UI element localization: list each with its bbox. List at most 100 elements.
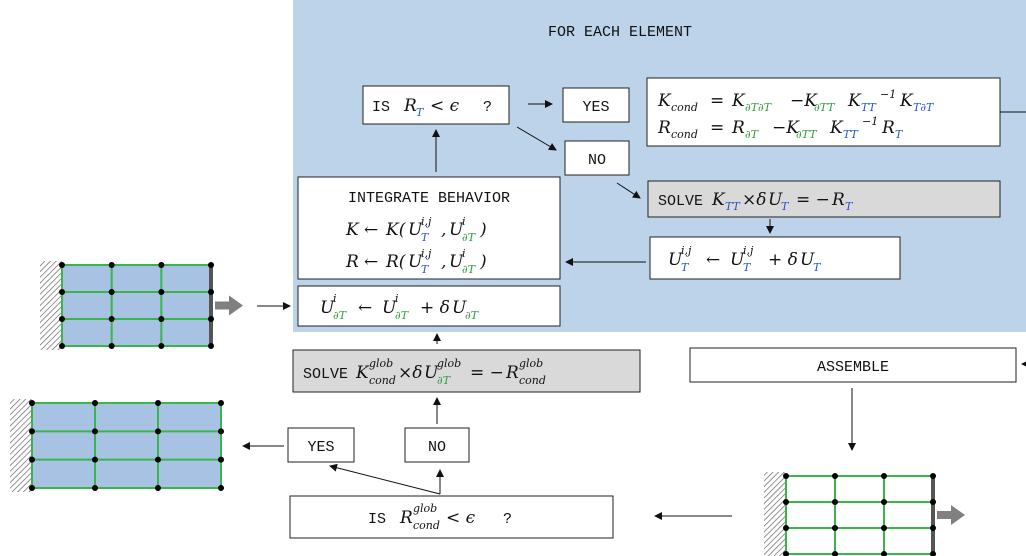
mesh-node [208,343,214,349]
mesh-node [92,400,98,406]
mesh-node [208,289,214,295]
kcond-lhs-sub: cond [671,101,698,114]
fixed-support-hatch [764,472,786,556]
no-local-box[interactable]: NO [564,140,630,176]
mesh-node [92,428,98,435]
element-loop-region [293,0,1026,332]
solve-local-a-sub: TT [725,200,742,213]
mesh-node [29,456,35,463]
mesh-node [881,551,887,556]
mesh-node [29,428,35,435]
mesh-loaded-bottom-right [764,472,965,556]
yes-global-box[interactable]: YES [287,427,355,463]
update-boundary-c-sub: ∂T [465,309,480,322]
check-local-residual-box[interactable]: IS R T < ϵ ? [362,85,510,125]
yes-global-label: YES [307,439,334,456]
update-local-c-sub: T [813,261,822,274]
region-title: FOR EACH ELEMENT [548,24,692,41]
mesh-node [59,262,65,268]
mesh-node [155,456,161,463]
solve-local-box[interactable]: SOLVE K TT ×δ U T = − R T [647,180,1001,218]
update-local-box[interactable]: U T i,j ← U T i,j + δ U T [649,236,901,280]
mesh-node [881,525,887,531]
loaded-edge [931,476,935,554]
integrate-r-u1-sup: i,j [421,247,432,260]
rcond-t3-sub: TT [843,128,860,141]
integrate-r-u1: U [408,252,423,272]
integrate-k-close: ) [479,220,487,240]
kcond-t3-sub: TT [861,101,878,114]
rcond-t3: K [829,118,844,138]
check-global-sub: cond [413,519,440,532]
integrate-k-u1-sub: T [421,231,430,244]
mesh-body [31,402,222,489]
mesh-node [155,400,161,406]
integrate-r-lhs: R [345,252,359,272]
update-boundary-c: U [452,298,467,318]
update-boundary-a-sub: ∂T [333,309,348,322]
integrate-k-u2-sup: i [462,215,466,228]
check-global-q: ? [503,511,512,528]
mesh-node [92,456,98,463]
mesh-node [92,485,98,491]
assemble-box[interactable]: ASSEMBLE [689,347,1017,383]
mesh-body [61,264,212,347]
mesh-node [108,316,115,322]
integrate-k-u2: U [449,220,464,240]
solve-global-b-sup: glob [437,357,461,370]
mesh-node [930,473,936,479]
integrate-r-u2-sup: i [462,247,466,260]
solve-global-a-sub: cond [369,374,396,387]
rcond-lhs: R [657,118,671,138]
arrow-check-global-to-yes [329,463,441,495]
kcond-t3-sup: −1 [880,88,896,101]
yes-local-box[interactable]: YES [562,87,630,123]
check-local-sub: T [416,106,425,119]
integrate-title: INTEGRATE BEHAVIOR [348,190,510,207]
integrate-r-close: ) [479,252,487,272]
mesh-node [208,316,214,322]
mesh-node [158,343,165,349]
yes-local-label: YES [582,99,609,116]
mesh-converged-bottom-left [10,399,224,492]
rcond-t1: R [731,118,745,138]
check-global-sup: glob [413,502,437,515]
solve-global-a-sup: glob [369,357,393,370]
solve-local-times: ×δ [742,190,766,210]
mesh-node [208,262,214,268]
update-local-a-sub: T [681,261,690,274]
solve-global-b: U [424,363,439,383]
solve-global-box[interactable]: SOLVE K cond glob ×δ U ∂T glob = − R con… [292,349,641,393]
mesh-node [158,316,165,322]
check-global-prefix: IS [368,511,386,528]
integrate-k-lhs: K [345,220,360,240]
arrow-check-to-no [516,126,557,151]
update-boundary-b: U [382,298,397,318]
check-global-symbol: R [399,508,413,528]
solve-global-prefix: SOLVE [303,366,348,383]
check-local-prefix: IS [372,99,390,116]
mesh-node [155,485,161,491]
integrate-r-arrow: ← [364,252,378,272]
mesh-node [155,428,161,435]
mesh-node [832,499,838,505]
no-local-label: NO [588,152,606,169]
mesh-node [218,456,224,463]
check-local-symbol: R [403,96,417,116]
integrate-behavior-box[interactable]: INTEGRATE BEHAVIOR K ← K( U T i,j , U ∂T… [297,176,561,280]
no-global-box[interactable]: NO [404,427,470,463]
rcond-lhs-sub: cond [671,128,698,141]
integrate-k-sep: , [441,220,446,240]
fixed-support-hatch [10,399,32,492]
kcond-rcond-box[interactable]: K cond = K ∂T∂T −K ∂TT K TT −1 K T∂T R c… [646,77,1001,147]
mesh-node [29,485,35,491]
check-global-residual-box[interactable]: IS R cond glob < ϵ ? [289,495,614,539]
mesh-node [59,316,65,322]
rcond-t3-sup: −1 [862,115,878,128]
mesh-node [881,473,887,479]
load-arrow-icon [215,295,243,316]
update-local-arrow: ← [706,250,720,270]
integrate-k-u1: U [408,220,423,240]
update-boundary-box[interactable]: U ∂T i ← U ∂T i + δ U ∂T [297,285,561,327]
kcond-t1-sub: ∂T∂T [745,101,773,114]
